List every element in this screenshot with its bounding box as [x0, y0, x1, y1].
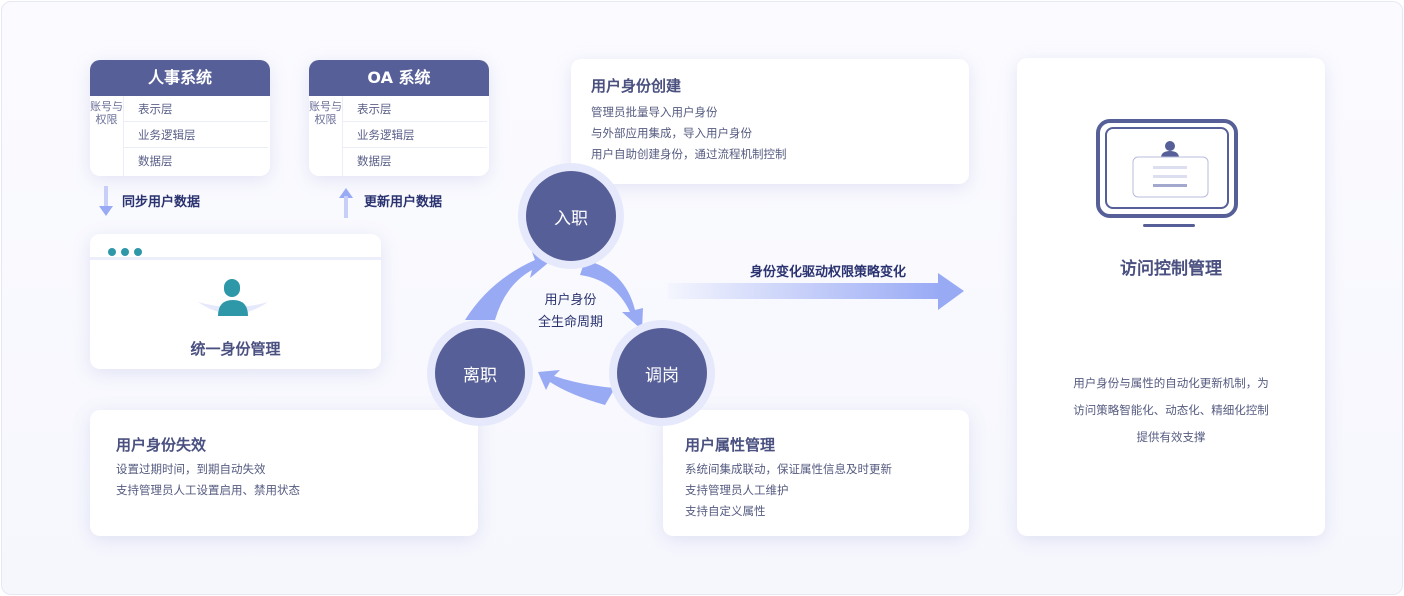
attr-line: 支持管理员人工维护 [685, 483, 789, 497]
oa-side-label: 账号与权限 [309, 96, 343, 176]
access-line: 提供有效支撑 [1136, 430, 1206, 444]
create-line: 用户自助创建身份，通过流程机制控制 [591, 147, 787, 161]
hr-system-title: 人事系统 [90, 60, 270, 96]
user-icon [198, 279, 268, 316]
unified-identity-card: 统一身份管理 [90, 234, 381, 369]
layer-row: 数据层 [357, 154, 392, 168]
leave-node: 离职 [427, 320, 533, 426]
expire-line: 设置过期时间，到期自动失效 [116, 462, 266, 476]
create-line: 与外部应用集成，导入用户身份 [591, 126, 752, 140]
layer-row: 表示层 [124, 96, 268, 122]
layer-row: 数据层 [138, 154, 173, 168]
hr-side-label: 账号与权限 [90, 96, 124, 176]
arrow-up-icon [339, 188, 353, 218]
attr-title: 用户属性管理 [685, 436, 776, 454]
sync-up-label: 更新用户数据 [364, 195, 443, 210]
transfer-node: 调岗 [609, 320, 715, 426]
access-line: 用户身份与属性的自动化更新机制，为 [1073, 376, 1269, 390]
arrow-leave-to-onboard [465, 252, 548, 320]
attr-line: 支持自定义属性 [685, 504, 766, 518]
onboard-node: 入职 [518, 163, 624, 269]
unified-title: 统一身份管理 [190, 340, 281, 358]
monitor-icon [1096, 119, 1238, 227]
attribute-manage-card: 用户属性管理 系统间集成联动，保证属性信息及时更新 支持管理员人工维护 支持自定… [663, 410, 969, 536]
leave-label: 离职 [435, 328, 525, 418]
center-line: 用户身份 [544, 293, 597, 308]
onboard-label: 入职 [526, 171, 616, 261]
attr-line: 系统间集成联动，保证属性信息及时更新 [685, 462, 892, 476]
arrow-transfer-to-leave [538, 370, 615, 405]
identity-expire-card: 用户身份失效 设置过期时间，到期自动失效 支持管理员人工设置启用、禁用状态 [90, 410, 478, 536]
lifecycle-arrows [465, 252, 643, 405]
access-line: 访问策略智能化、动态化、精细化控制 [1073, 403, 1269, 417]
layer-row: 表示层 [343, 96, 487, 122]
drive-label: 身份变化驱动权限策略变化 [750, 265, 907, 280]
transfer-label: 调岗 [617, 328, 707, 418]
access-desc: 用户身份与属性的自动化更新机制，为 访问策略智能化、动态化、精细化控制 提供有效… [1017, 370, 1325, 451]
access-control-card: 访问控制管理 用户身份与属性的自动化更新机制，为 访问策略智能化、动态化、精细化… [1017, 58, 1325, 536]
expire-title: 用户身份失效 [116, 436, 207, 454]
arrow-onboard-to-transfer [580, 260, 643, 330]
layer-row: 业务逻辑层 [124, 122, 268, 148]
create-title: 用户身份创建 [591, 77, 682, 95]
layer-row: 业务逻辑层 [343, 122, 487, 148]
oa-system-card: OA 系统 账号与权限 表示层 业务逻辑层 数据层 [309, 60, 489, 176]
expire-line: 支持管理员人工设置启用、禁用状态 [116, 483, 300, 497]
sync-down-label: 同步用户数据 [122, 195, 201, 210]
big-right-arrow [668, 273, 964, 310]
access-title: 访问控制管理 [1120, 259, 1222, 279]
oa-system-title: OA 系统 [309, 60, 489, 96]
arrow-down-icon [99, 186, 113, 216]
identity-create-card: 用户身份创建 管理员批量导入用户身份 与外部应用集成，导入用户身份 用户自助创建… [571, 59, 969, 184]
create-line: 管理员批量导入用户身份 [591, 105, 718, 119]
window-dots [90, 234, 381, 260]
hr-system-card: 人事系统 账号与权限 表示层 业务逻辑层 数据层 [90, 60, 270, 176]
lifecycle-center: 用户身份 全生命周期 [513, 290, 628, 334]
center-line: 全生命周期 [537, 315, 603, 330]
